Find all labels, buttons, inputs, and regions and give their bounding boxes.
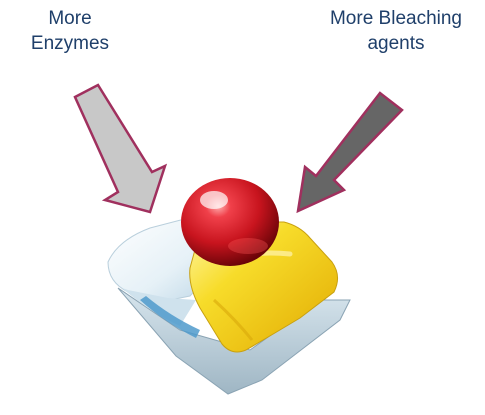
right-arrow-icon: [298, 93, 402, 211]
left-arrow-icon: [75, 85, 165, 212]
